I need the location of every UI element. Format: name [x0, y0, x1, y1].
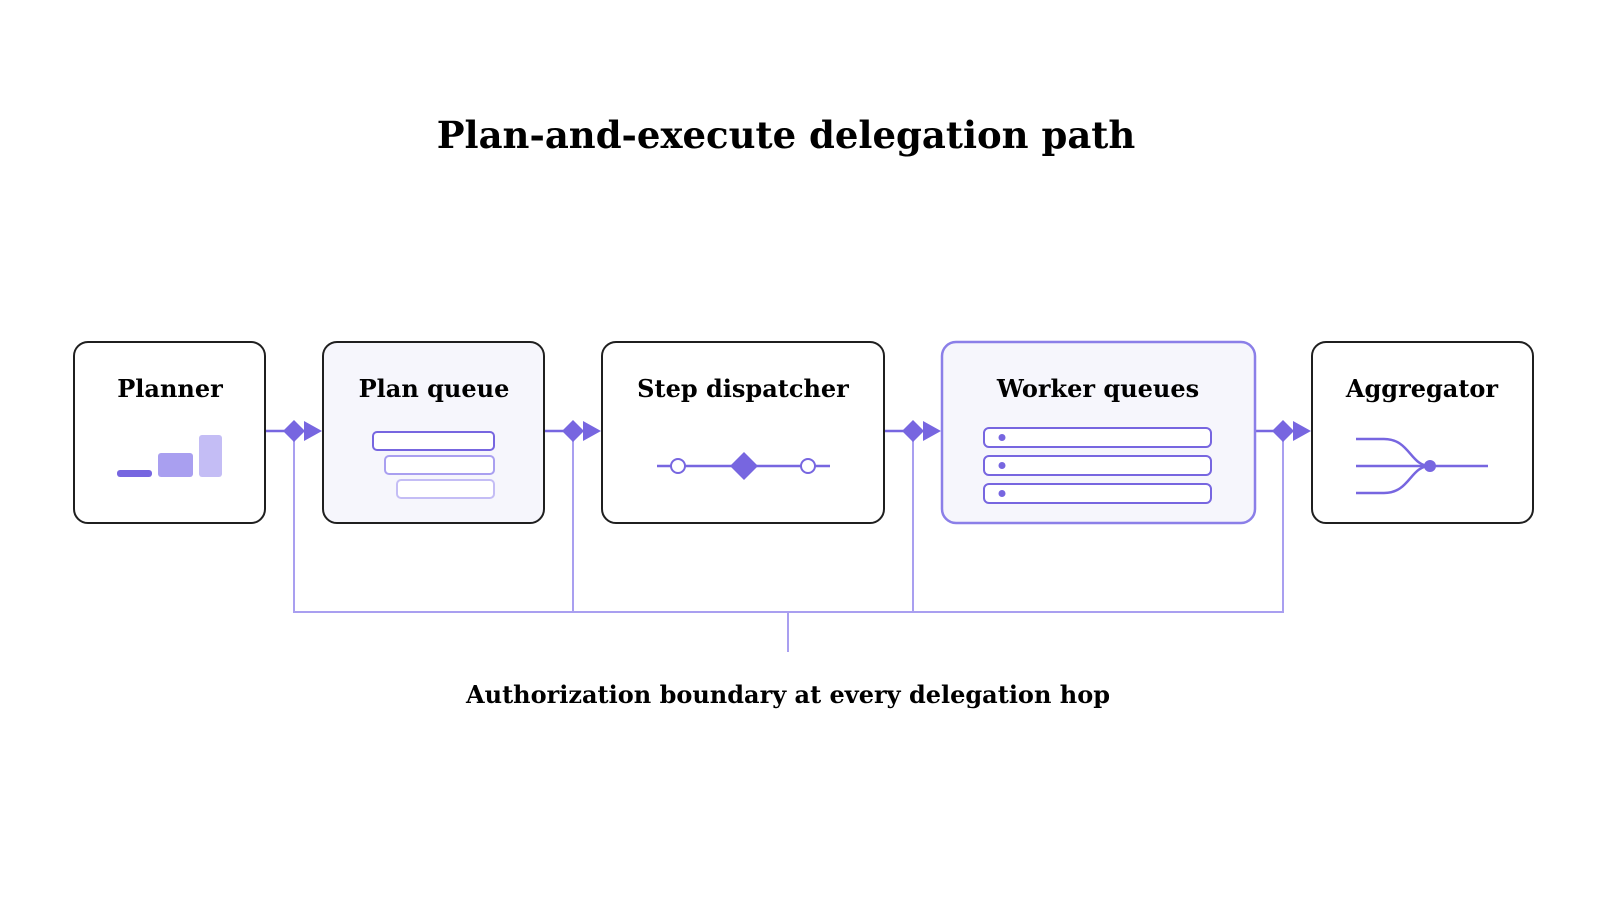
edge-worker-queues-to-aggregator: [1255, 420, 1311, 442]
node-step-dispatcher: Step dispatcher: [601, 341, 885, 524]
node-label: Step dispatcher: [637, 374, 849, 403]
edge-step-dispatcher-to-worker-queues: [884, 420, 941, 442]
edge-planner-to-plan-queue: [265, 420, 322, 442]
merge-icon: [1356, 437, 1488, 495]
auth-checkpoint-diamond-icon: [1272, 420, 1294, 442]
node-aggregator: Aggregator: [1311, 341, 1534, 524]
bar-chart-icon: [117, 435, 222, 477]
timeline-icon: [657, 452, 830, 480]
list-rows-icon: [983, 427, 1212, 504]
node-label: Worker queues: [996, 374, 1199, 403]
auth-checkpoint-diamond-icon: [562, 420, 584, 442]
authorization-boundary-bracket: [293, 432, 1284, 652]
node-label: Planner: [117, 374, 223, 403]
auth-checkpoint-diamond-icon: [902, 420, 924, 442]
arrowhead-icon: [923, 421, 941, 441]
arrowhead-icon: [583, 421, 601, 441]
stacked-list-icon: [372, 431, 495, 499]
arrowhead-icon: [304, 421, 322, 441]
node-label: Plan queue: [359, 374, 510, 403]
node-plan-queue: Plan queue: [322, 341, 545, 524]
diagram-title: Plan-and-execute delegation path: [437, 113, 1136, 157]
node-label: Aggregator: [1345, 374, 1499, 403]
edge-plan-queue-to-step-dispatcher: [544, 420, 601, 442]
arrowhead-icon: [1293, 421, 1311, 441]
node-planner: Planner: [73, 341, 266, 524]
node-worker-queues: Worker queues: [940, 340, 1257, 525]
boundary-caption: Authorization boundary at every delegati…: [465, 680, 1110, 709]
auth-checkpoint-diamond-icon: [283, 420, 305, 442]
